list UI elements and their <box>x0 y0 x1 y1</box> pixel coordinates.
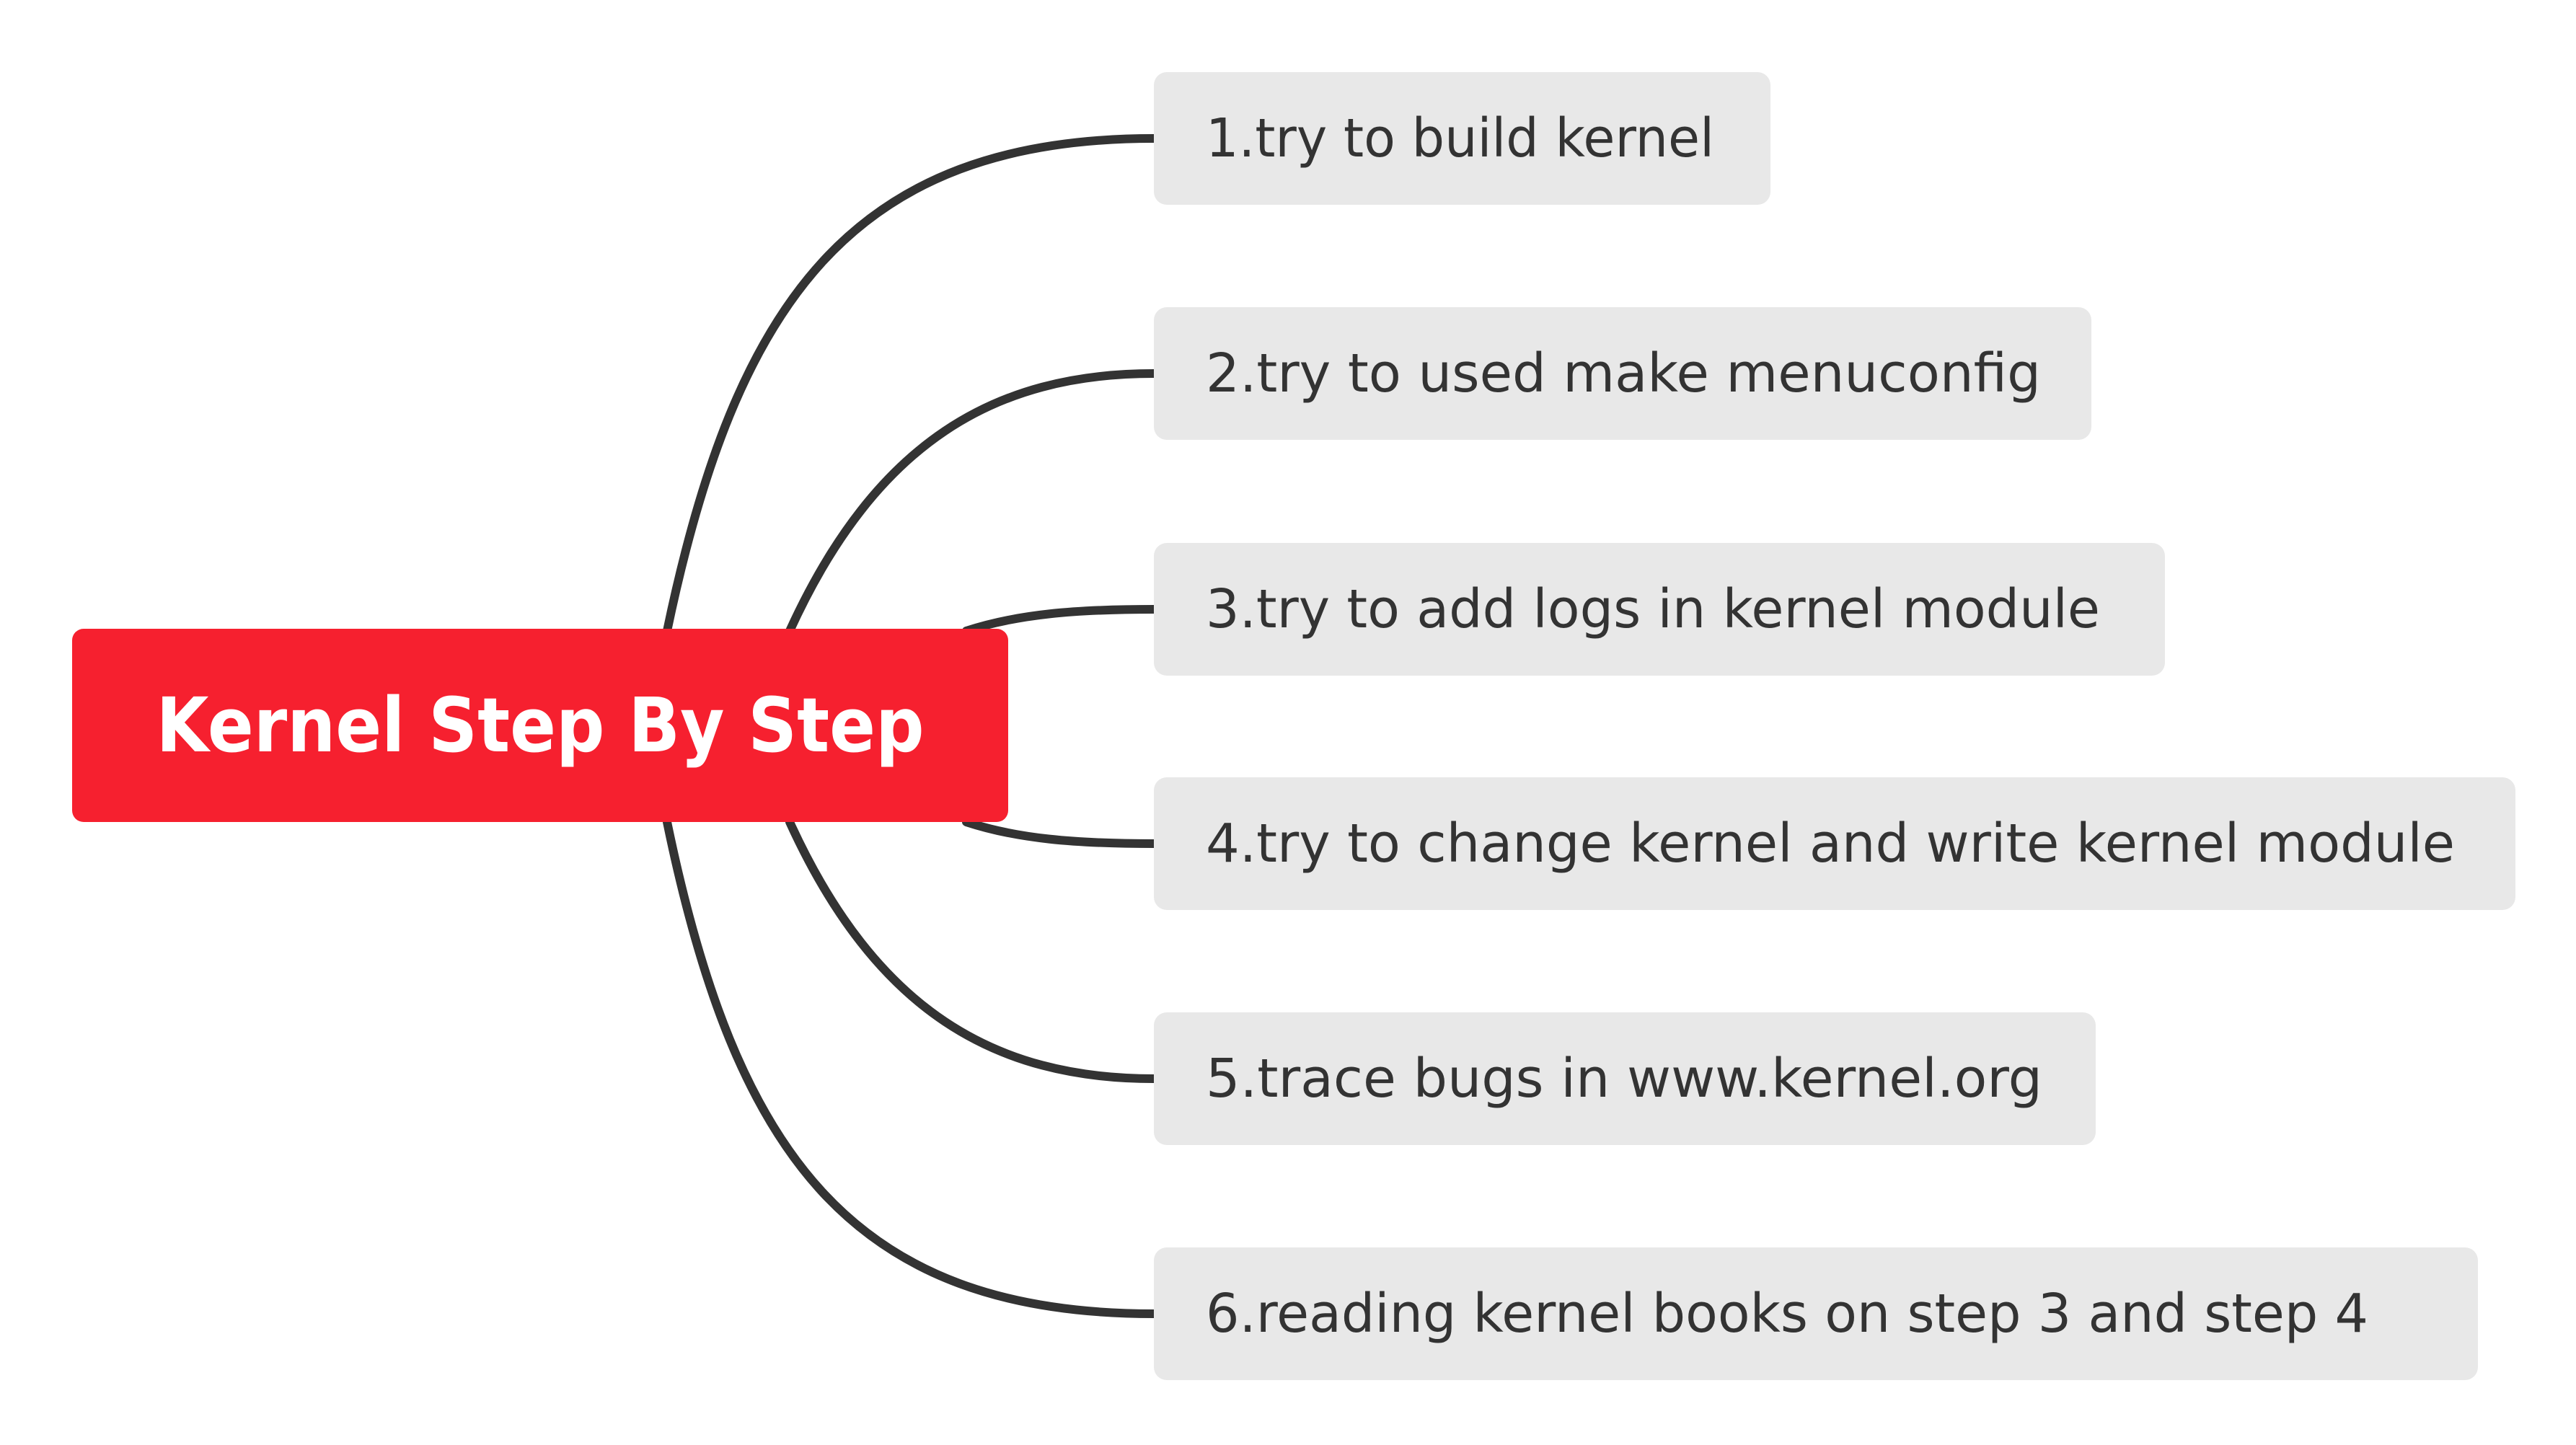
connector-lines <box>663 134 1158 1318</box>
child-node-box <box>1154 1247 2478 1380</box>
root-node-label: Kernel Step By Step <box>156 681 925 769</box>
child-node-box <box>1154 307 2091 440</box>
child-node-box <box>1154 543 2165 676</box>
root-node[interactable]: Kernel Step By Step <box>72 629 1008 822</box>
child-node-label: 4.try to change kernel and write kernel … <box>1206 813 2455 875</box>
child-node[interactable]: 2.try to used make menuconfig <box>1154 307 2091 440</box>
child-node-label: 3.try to add logs in kernel module <box>1206 578 2100 640</box>
child-node-box <box>1154 1012 2096 1145</box>
child-node-box <box>1154 777 2515 910</box>
child-node[interactable]: 4.try to change kernel and write kernel … <box>1154 777 2515 910</box>
child-node-label: 6.reading kernel books on step 3 and ste… <box>1206 1283 2368 1345</box>
child-node[interactable]: 1.try to build kernel <box>1154 72 1770 205</box>
child-node[interactable]: 6.reading kernel books on step 3 and ste… <box>1154 1247 2478 1380</box>
child-node-label: 1.try to build kernel <box>1206 107 1714 169</box>
connector-line <box>962 605 1158 635</box>
connector-line <box>785 369 1158 635</box>
child-node-label: 5.trace bugs in www.kernel.org <box>1206 1048 2042 1110</box>
connector-line <box>785 818 1158 1083</box>
child-node[interactable]: 5.trace bugs in www.kernel.org <box>1154 1012 2096 1145</box>
child-node-label: 2.try to used make menuconfig <box>1206 343 2041 405</box>
child-node[interactable]: 3.try to add logs in kernel module <box>1154 543 2165 676</box>
child-node-box <box>1154 72 1770 205</box>
connector-line <box>962 818 1158 848</box>
root-node-box <box>72 629 1008 822</box>
connector-line <box>663 818 1158 1318</box>
connector-line <box>663 134 1158 635</box>
